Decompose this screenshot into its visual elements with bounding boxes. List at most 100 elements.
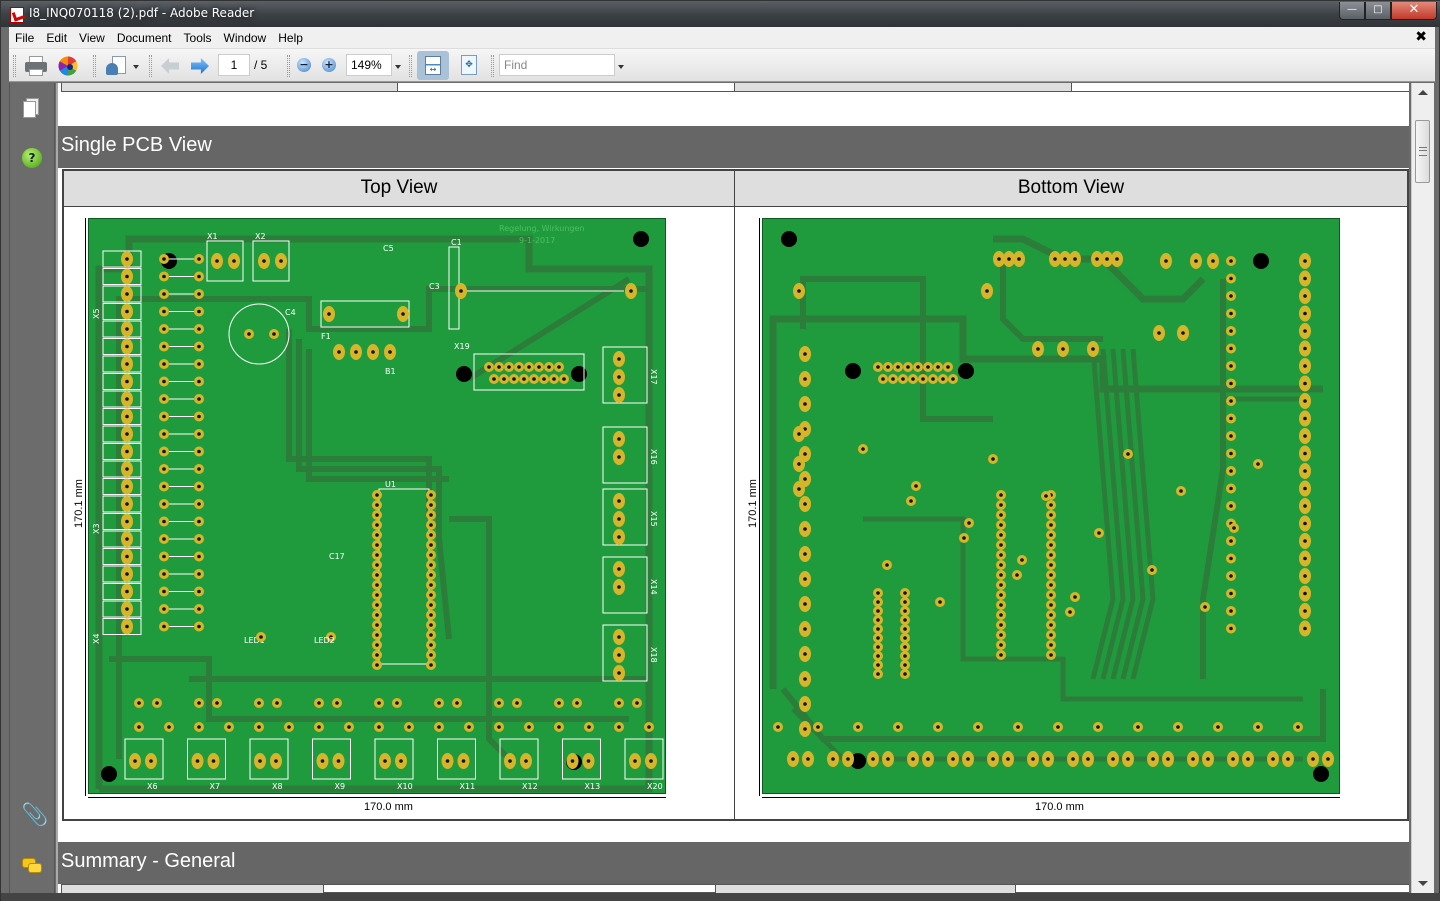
drill-hole	[327, 312, 331, 316]
drill-hole	[803, 652, 807, 656]
scroll-thumb[interactable]	[1415, 120, 1430, 183]
drill-hole	[197, 537, 201, 541]
drill-hole	[803, 677, 807, 681]
drill-hole	[377, 725, 381, 729]
menu-window[interactable]: Window	[223, 30, 267, 45]
window-bottom-edge	[1, 893, 1440, 901]
close-window-button[interactable]: ✕	[1391, 2, 1437, 20]
toolbar-grip[interactable]	[409, 55, 412, 77]
drill-hole	[508, 759, 512, 763]
drill-hole	[162, 607, 166, 611]
silkscreen-outline	[602, 488, 648, 546]
vertical-scrollbar[interactable]	[1411, 83, 1434, 893]
drill-hole	[445, 759, 450, 763]
drill-hole	[347, 725, 351, 729]
menu-help[interactable]: Help	[278, 30, 303, 45]
drill-hole	[1229, 574, 1233, 578]
menu-view[interactable]: View	[79, 30, 105, 45]
page-total: / 5	[254, 58, 268, 72]
drill-hole	[401, 312, 405, 316]
fit-width-button[interactable]: ↔	[417, 51, 449, 80]
fit-page-button[interactable]: ✥	[459, 54, 479, 76]
page-number-input[interactable]: 1	[218, 54, 250, 76]
scroll-up-icon[interactable]	[1418, 90, 1428, 95]
drill-hole	[162, 467, 166, 471]
width-dimension-line	[762, 797, 1340, 798]
drill-hole	[921, 377, 925, 381]
drill-hole	[903, 591, 907, 595]
menu-file[interactable]: File	[15, 30, 35, 45]
close-document-button[interactable]: ✖	[1415, 29, 1427, 45]
previous-page-button[interactable]	[159, 53, 181, 79]
find-input[interactable]: Find	[499, 54, 615, 76]
drill-hole	[262, 259, 266, 263]
drill-hole	[375, 643, 379, 647]
drill-hole	[1006, 757, 1010, 761]
drill-hole	[1303, 539, 1307, 543]
drill-hole	[429, 653, 433, 657]
toolbar-grip[interactable]	[149, 55, 152, 77]
drill-hole	[1049, 523, 1053, 527]
drill-hole	[797, 432, 801, 436]
drill-hole	[1044, 494, 1048, 498]
drill-hole	[999, 553, 1003, 557]
drill-hole	[1303, 416, 1307, 421]
toolbar-grip[interactable]	[287, 55, 290, 77]
document-viewport[interactable]: Single PCB View Top View Bottom View 170…	[56, 83, 1409, 893]
comments-button[interactable]	[21, 855, 43, 877]
maximize-button[interactable]: □	[1365, 2, 1391, 20]
zoom-out-button[interactable]: −	[297, 58, 311, 72]
drill-hole	[1211, 259, 1215, 263]
print-button[interactable]	[23, 53, 49, 79]
silkscreen-outline	[249, 738, 289, 780]
find-dropdown-icon[interactable]	[618, 65, 624, 69]
menu-tools[interactable]: Tools	[183, 30, 212, 45]
drill-hole	[1020, 558, 1024, 562]
share-dropdown-icon[interactable]	[133, 65, 139, 69]
silkscreen-outline	[374, 738, 414, 780]
toolbar-grip[interactable]	[13, 55, 16, 77]
drill-hole	[429, 663, 433, 667]
drill-hole	[1303, 591, 1307, 596]
share-button[interactable]	[104, 53, 130, 79]
attachments-button[interactable]: 📎	[21, 803, 49, 828]
minimize-button[interactable]: —	[1339, 2, 1365, 20]
drill-hole	[162, 572, 166, 576]
drill-hole	[162, 309, 166, 314]
drill-hole	[162, 397, 166, 401]
drill-hole	[429, 613, 433, 617]
title-bar: I8_INQ070118 (2).pdf - Adobe Reader — □ …	[1, 1, 1440, 27]
component-label: X4	[92, 633, 101, 644]
column-divider	[734, 171, 735, 819]
drill-hole	[437, 725, 441, 729]
copper-trace	[780, 687, 1326, 742]
menu-edit[interactable]: Edit	[46, 30, 68, 45]
drill-hole	[966, 757, 970, 761]
mounting-hole	[571, 366, 587, 382]
copper-trace	[1100, 348, 1126, 680]
section-title: Single PCB View	[61, 134, 212, 156]
menu-document[interactable]: Document	[116, 30, 172, 45]
zoom-in-button[interactable]: +	[322, 58, 336, 72]
scroll-down-icon[interactable]	[1418, 881, 1428, 886]
drill-hole	[125, 589, 129, 594]
toolbar-grip[interactable]	[491, 55, 494, 77]
help-button[interactable]: ?	[22, 148, 42, 168]
toolbar-grip[interactable]	[93, 55, 96, 77]
zoom-dropdown-icon[interactable]	[395, 65, 401, 69]
drill-hole	[197, 274, 201, 279]
pages-panel-button[interactable]	[21, 97, 43, 119]
drill-hole	[876, 365, 880, 369]
drill-hole	[803, 727, 807, 731]
drill-hole	[1164, 259, 1168, 263]
zoom-level-input[interactable]: 149%	[346, 54, 392, 76]
drill-hole	[1095, 257, 1099, 261]
silkscreen-outline	[102, 390, 142, 408]
drill-hole	[1049, 623, 1053, 627]
bottom-height-label: 170.1 mm	[747, 479, 759, 528]
silkscreen-outline	[102, 583, 142, 600]
drill-hole	[336, 759, 341, 763]
comments-icon-front	[28, 863, 42, 873]
next-page-button[interactable]	[189, 53, 211, 79]
